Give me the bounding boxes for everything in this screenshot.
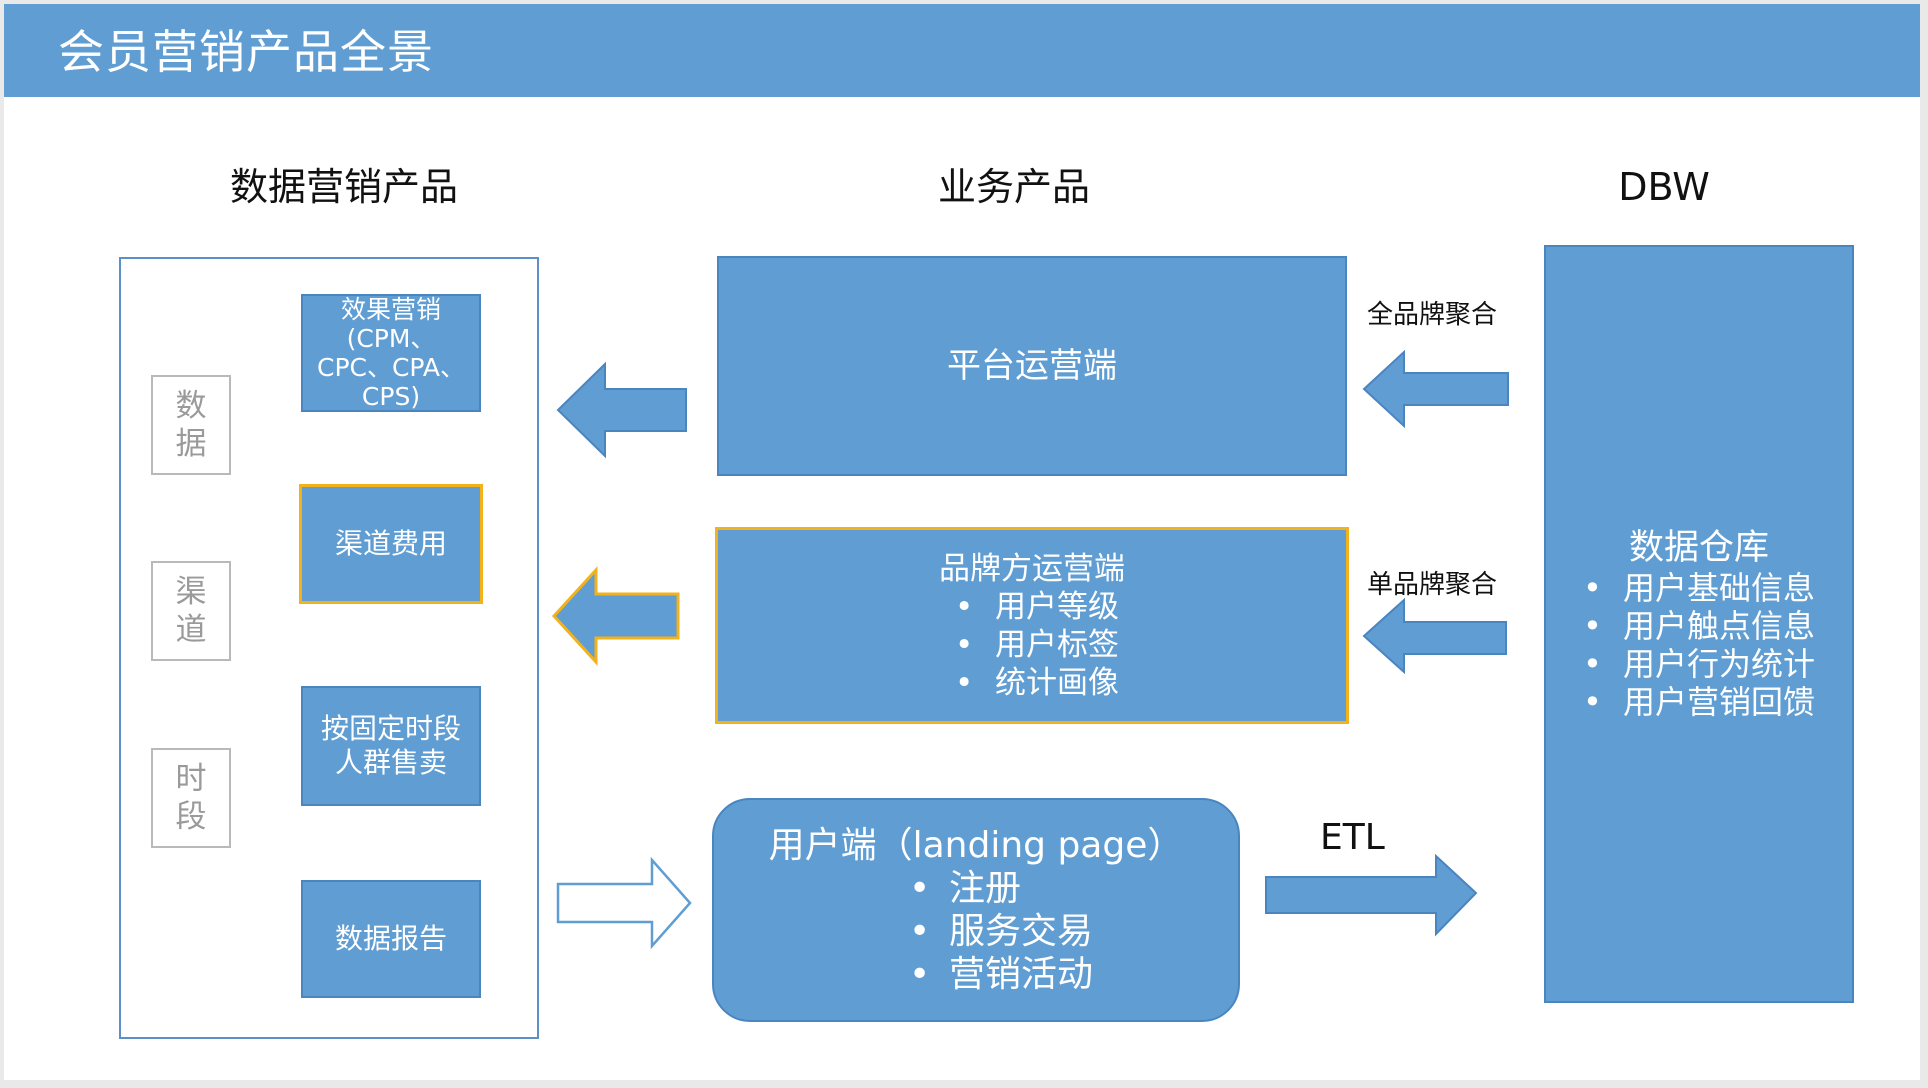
list-item: 服务交易 (899, 910, 1093, 953)
label-all-brand: 全品牌聚合 (1367, 300, 1498, 330)
arrow-left-icon (1362, 349, 1509, 429)
box-line: 按固定时段 (320, 712, 461, 745)
user-end-list: 注册 服务交易 营销活动 (899, 867, 1093, 996)
column-title-data-products: 数据营销产品 (229, 165, 458, 209)
box-title: 用户端（landing page） (768, 825, 1184, 866)
dimension-label-data: 数 据 (151, 375, 231, 475)
box-line: 人群售卖 (334, 746, 447, 779)
box-line: 效果营销 (340, 295, 441, 324)
dimension-char: 据 (175, 426, 207, 462)
box-title: 品牌方运营端 (939, 550, 1125, 587)
list-item: 用户营销回馈 (1573, 683, 1815, 721)
list-item: 用户标签 (945, 626, 1119, 664)
list-item: 统计画像 (945, 664, 1119, 702)
dimension-label-time: 时 段 (151, 748, 231, 848)
column-title-dbw: DBW (1618, 165, 1710, 209)
box-line: 数据报告 (334, 922, 447, 955)
effect-marketing-box: 效果营销 (CPM、 CPC、CPA、 CPS) (301, 294, 481, 412)
data-report-box: 数据报告 (301, 880, 481, 998)
fixed-time-box: 按固定时段 人群售卖 (301, 686, 481, 806)
user-end-box: 用户端（landing page） 注册 服务交易 营销活动 (712, 798, 1240, 1022)
list-item: 用户基础信息 (1573, 569, 1815, 607)
brand-ops-list: 用户等级 用户标签 统计画像 (945, 588, 1119, 702)
box-title: 平台运营端 (947, 346, 1117, 386)
list-item: 用户行为统计 (1573, 645, 1815, 683)
arrows-layer (551, 349, 1509, 950)
arrow-left-icon (551, 566, 680, 666)
list-item: 用户触点信息 (1573, 607, 1815, 645)
box-title: 数据仓库 (1628, 528, 1769, 568)
dimension-char: 道 (175, 612, 207, 648)
column-title-business-products: 业务产品 (937, 165, 1090, 209)
arrow-left-icon (556, 361, 687, 459)
list-item: 营销活动 (899, 953, 1093, 996)
arrow-left-icon (1362, 597, 1507, 675)
arrow-right-icon (556, 856, 692, 950)
box-line: CPS) (361, 382, 421, 411)
dimension-char: 渠 (175, 574, 207, 610)
label-single-brand: 单品牌聚合 (1367, 570, 1498, 600)
slide: 会员营销产品全景 数据营销产品 业务产品 DBW 数 据 渠 道 时 段 效果营… (4, 4, 1920, 1080)
data-warehouse-box: 数据仓库 用户基础信息 用户触点信息 用户行为统计 用户营销回馈 (1544, 245, 1854, 1003)
platform-ops-box: 平台运营端 (717, 256, 1347, 476)
dimension-char: 时 (175, 761, 207, 797)
header-bar: 会员营销产品全景 (4, 4, 1920, 97)
label-etl: ETL (1320, 817, 1385, 858)
dimension-char: 数 (175, 388, 207, 424)
list-item: 用户等级 (945, 588, 1119, 626)
warehouse-list: 用户基础信息 用户触点信息 用户行为统计 用户营销回馈 (1573, 569, 1815, 721)
list-item: 注册 (899, 867, 1093, 910)
box-line: 渠道费用 (334, 527, 447, 560)
dimension-label-channel: 渠 道 (151, 561, 231, 661)
arrow-right-icon (1265, 853, 1478, 937)
dimension-char: 段 (175, 799, 207, 835)
box-line: (CPM、 (346, 324, 436, 353)
box-line: CPC、CPA、 (316, 353, 466, 382)
page-title: 会员营销产品全景 (58, 25, 434, 79)
channel-fee-box: 渠道费用 (299, 484, 483, 604)
brand-ops-box: 品牌方运营端 用户等级 用户标签 统计画像 (715, 527, 1349, 724)
